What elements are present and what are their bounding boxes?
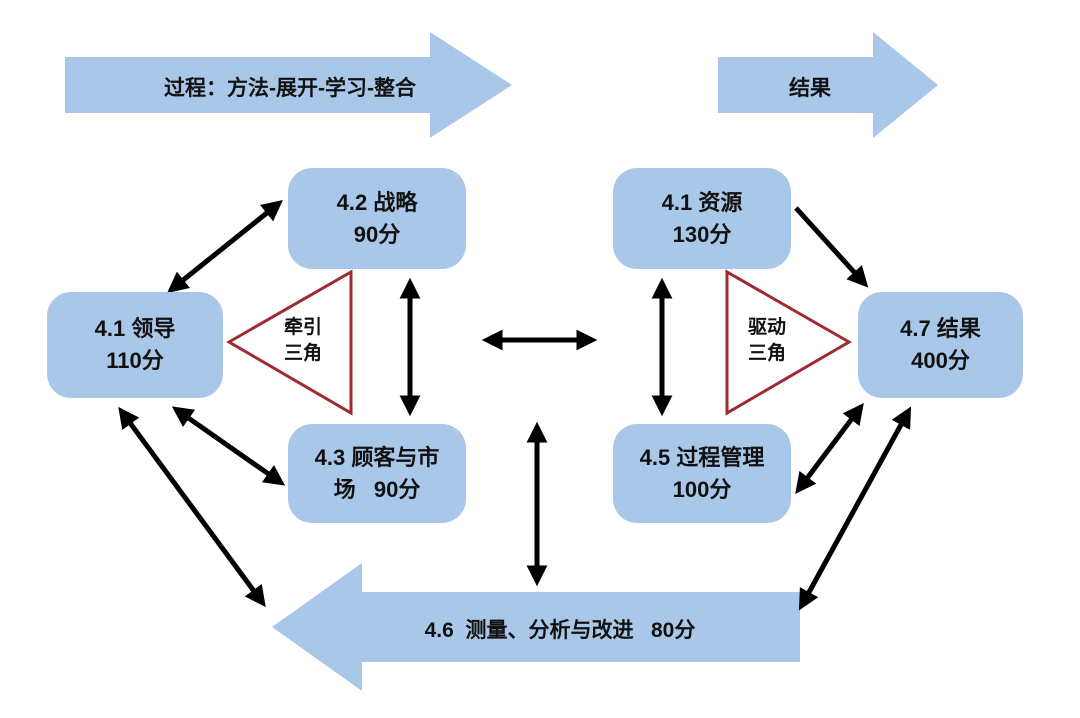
result-arrow-shape	[718, 32, 938, 138]
box-customers-title: 4.3 顾客与市	[314, 444, 440, 470]
box-process-score: 100分	[672, 476, 732, 502]
box-leadership: 4.1 领导 110分	[47, 292, 223, 398]
traction-triangle-line1: 牵引	[283, 317, 322, 338]
driving-triangle-shape	[725, 269, 852, 416]
improvement-arrow-shape	[272, 563, 800, 691]
connector-process-results	[795, 402, 864, 495]
box-customers-score: 场 90分	[333, 476, 421, 502]
traction-triangle-shape	[226, 269, 353, 416]
box-results: 4.7 结果 400分	[858, 292, 1023, 398]
box-process-title: 4.5 过程管理	[639, 444, 765, 470]
box-resources: 4.1 资源 130分	[613, 168, 791, 269]
box-customers: 4.3 顾客与市 场 90分	[288, 424, 466, 523]
box-leadership-title: 4.1 领导	[94, 316, 176, 342]
traction-triangle-label: 牵引 三角	[258, 315, 348, 366]
box-strategy-score: 90分	[353, 221, 401, 247]
box-results-score: 400分	[911, 348, 970, 373]
box-strategy-title: 4.2 战略	[336, 189, 418, 215]
driving-triangle-line2: 三角	[747, 342, 786, 364]
box-process: 4.5 过程管理 100分	[613, 424, 791, 523]
box-resources-title: 4.1 资源	[661, 189, 743, 215]
box-leadership-score: 110分	[106, 348, 164, 373]
driving-triangle-line1: 驱动	[747, 317, 786, 338]
improvement-arrow-label: 4.6 测量、分析与改进 80分	[424, 619, 696, 642]
box-resources-score: 130分	[672, 221, 732, 247]
traction-triangle-line2: 三角	[283, 342, 322, 364]
box-results-title: 4.7 结果	[900, 316, 981, 342]
result-arrow-label: 结果	[789, 77, 831, 100]
driving-triangle-label: 驱动 三角	[722, 315, 812, 366]
process-arrow-shape	[65, 32, 512, 138]
connector-results-bottom	[798, 406, 912, 611]
connector-leadership-customers	[171, 406, 286, 486]
box-strategy: 4.2 战略 90分	[288, 168, 466, 269]
connector-leadership-bottom	[118, 406, 266, 608]
connector-resources-results	[794, 206, 869, 288]
process-arrow-label: 过程：方法-展开-学习-整合	[164, 77, 416, 100]
connector-leadership-strategy	[167, 200, 283, 293]
